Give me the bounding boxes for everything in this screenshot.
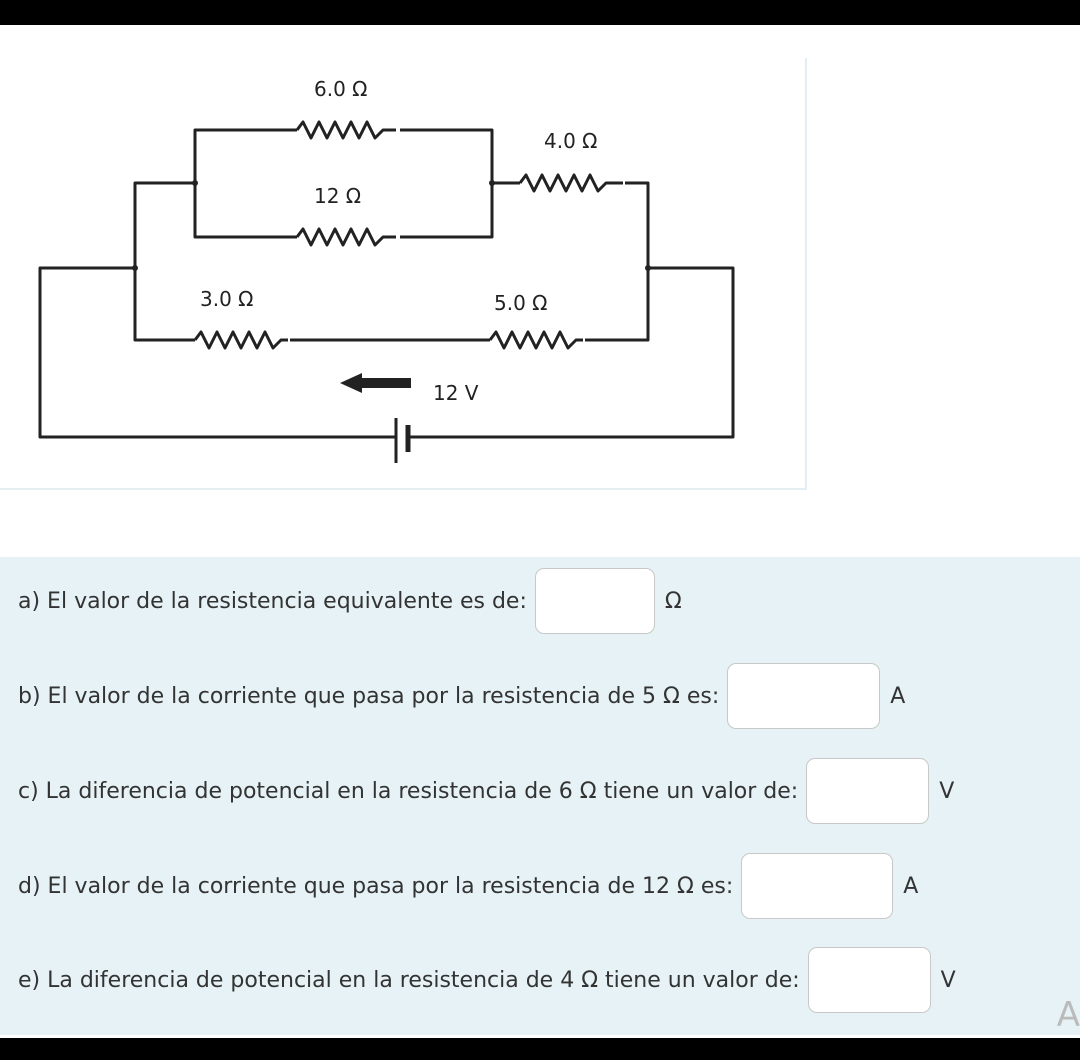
questions-panel: a) El valor de la resistencia equivalent…	[0, 557, 1080, 1035]
label-battery-voltage: 12 V	[433, 381, 479, 405]
question-a-unit: Ω	[664, 588, 682, 614]
question-b-text: b) El valor de la corriente que pasa por…	[18, 683, 720, 709]
answer-b-input[interactable]	[727, 663, 881, 729]
label-12-ohm: 12 Ω	[314, 184, 361, 208]
resistor-3	[193, 330, 288, 350]
resistor-4	[518, 173, 623, 193]
question-d: d) El valor de la corriente que pasa por…	[18, 853, 918, 919]
question-e-text: e) La diferencia de potencial en la resi…	[18, 967, 800, 993]
answer-c-input[interactable]	[806, 758, 930, 824]
label-5-ohm: 5.0 Ω	[494, 291, 547, 315]
current-arrow-icon	[340, 373, 411, 393]
bottom-black-bar	[0, 1038, 1080, 1060]
answer-a-input[interactable]	[534, 568, 655, 634]
resistor-12	[295, 227, 396, 247]
question-b: b) El valor de la corriente que pasa por…	[18, 663, 905, 729]
corner-letter: A	[1056, 995, 1080, 1035]
question-c-unit: V	[939, 778, 955, 804]
resistor-5	[488, 330, 583, 350]
question-c: c) La diferencia de potencial en la resi…	[18, 758, 954, 824]
label-4-ohm: 4.0 Ω	[544, 129, 597, 153]
question-a-text: a) El valor de la resistencia equivalent…	[18, 588, 527, 614]
question-d-text: d) El valor de la corriente que pasa por…	[18, 873, 734, 899]
circuit-diagram: 6.0 Ω 4.0 Ω 12 Ω 3.0 Ω 5.0 Ω 12 V	[0, 58, 807, 490]
question-c-text: c) La diferencia de potencial en la resi…	[18, 778, 799, 804]
label-6-ohm: 6.0 Ω	[314, 77, 367, 101]
answer-d-input[interactable]	[741, 853, 894, 919]
answer-e-input[interactable]	[807, 947, 931, 1013]
resistor-6	[295, 120, 396, 140]
question-d-unit: A	[903, 873, 919, 899]
circuit-svg: 6.0 Ω 4.0 Ω 12 Ω 3.0 Ω 5.0 Ω 12 V	[38, 77, 735, 463]
top-black-bar	[0, 0, 1080, 25]
wire-middle	[133, 181, 650, 342]
question-a: a) El valor de la resistencia equivalent…	[18, 568, 682, 634]
question-b-unit: A	[890, 683, 906, 709]
question-e-unit: V	[940, 967, 956, 993]
wire-outer	[38, 266, 735, 439]
question-e: e) La diferencia de potencial en la resi…	[18, 947, 956, 1013]
label-3-ohm: 3.0 Ω	[200, 287, 253, 311]
